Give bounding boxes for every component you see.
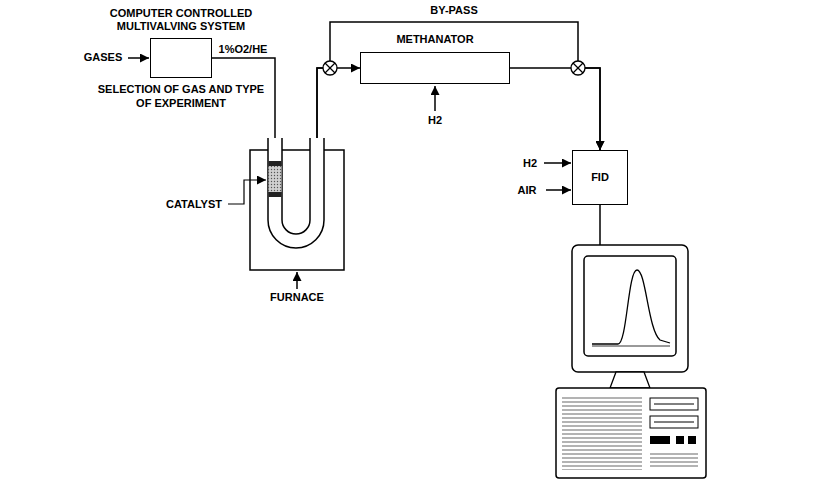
box-text: FID [591,171,609,185]
flow-label: 1%O2/HE [217,43,270,56]
inlet-label: H2 [428,114,442,127]
box-heading: COMPUTER CONTROLLED MULTIVALVING SYSTEM [106,7,256,35]
inlet-label: GASES [84,51,123,64]
catalyst-plug [269,192,282,197]
process-box: METHANATOR [360,52,510,84]
inlet-arrow [434,86,436,111]
furnace-body [250,150,344,270]
box-heading: SELECTION OF GAS AND TYPE OF EXPERIMENT [96,83,266,111]
leader-line [296,272,298,289]
inlet-arrow [128,57,149,59]
process-box: FURNACE [250,138,344,270]
inlet-arrow [544,162,571,164]
flow-line [510,68,600,150]
flow-line [317,68,360,138]
box-heading: METHANATOR [360,33,510,47]
inlet-label: AIR [518,184,537,197]
u-tube-inner [282,138,310,234]
catalyst-plug [269,161,282,166]
process-box: FID [572,150,628,205]
flow-line [317,22,600,150]
computer-icon [556,245,706,478]
catalyst-bed [269,166,282,192]
part-label: CATALYST [166,198,222,211]
box-heading: FURNACE [252,291,342,305]
u-tube-outer [268,138,324,248]
signal-wire [599,205,601,245]
flow-label: BY-PASS [428,4,479,17]
valve-symbol [323,61,337,75]
valve-symbol [571,61,585,75]
process-box: COMPUTER CONTROLLED MULTIVALVING SYSTEMS… [150,38,212,78]
inlet-arrow [546,189,571,191]
inlet-label: H2 [523,157,537,170]
leader-line [228,180,266,204]
